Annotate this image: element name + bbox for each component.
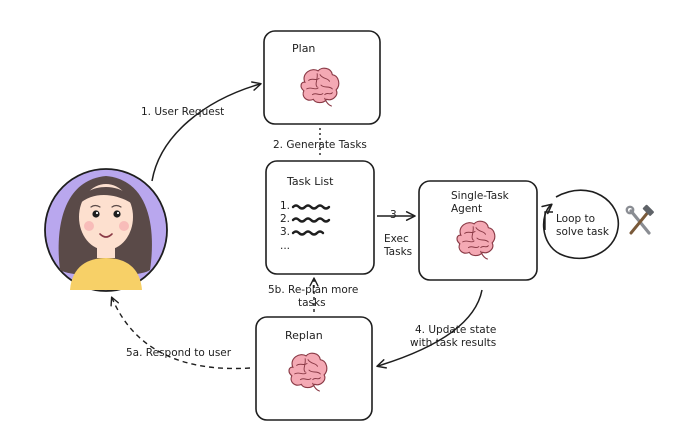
task-item-3: 3. <box>280 226 291 238</box>
task-squiggle-3 <box>291 230 325 236</box>
tools-icon <box>625 204 654 235</box>
task-item-1: 1. <box>280 200 291 212</box>
loop-label-line1: Loop to <box>556 213 596 225</box>
generate-tasks-label: 2. Generate Tasks <box>273 139 367 151</box>
update-state-label-line1: 4. Update state <box>415 324 497 336</box>
exec-label-line2: Tasks <box>384 246 413 258</box>
task-item-2: 2. <box>280 213 291 225</box>
task-squiggle-2 <box>291 217 331 223</box>
user-request-label: 1. User Request <box>141 106 225 118</box>
task-item-more: ... <box>280 240 291 252</box>
update-state-label-line2: with task results <box>410 337 497 349</box>
agent-title-line2: Agent <box>451 203 483 215</box>
respond-to-user-arrow <box>110 296 251 370</box>
exec-number-label: 3 <box>390 209 397 221</box>
replan-label-line2: tasks <box>298 297 326 309</box>
task-squiggle-1 <box>291 204 331 210</box>
replan-label-line1: 5b. Re-plan more <box>268 284 359 296</box>
user-avatar <box>44 168 168 292</box>
replan-title: Replan <box>285 329 323 342</box>
update-state-arrow <box>376 289 483 369</box>
user-request-arrow <box>151 81 262 182</box>
loop-connector <box>544 211 553 230</box>
agent-title-line1: Single-Task <box>451 190 509 202</box>
plan-title: Plan <box>292 42 316 55</box>
loop-circle <box>541 189 620 260</box>
task-list-title: Task List <box>287 175 334 188</box>
exec-label-line1: Exec <box>384 233 409 245</box>
loop-label-line2: solve task <box>556 226 609 238</box>
respond-to-user-label: 5a. Respond to user <box>126 347 232 359</box>
